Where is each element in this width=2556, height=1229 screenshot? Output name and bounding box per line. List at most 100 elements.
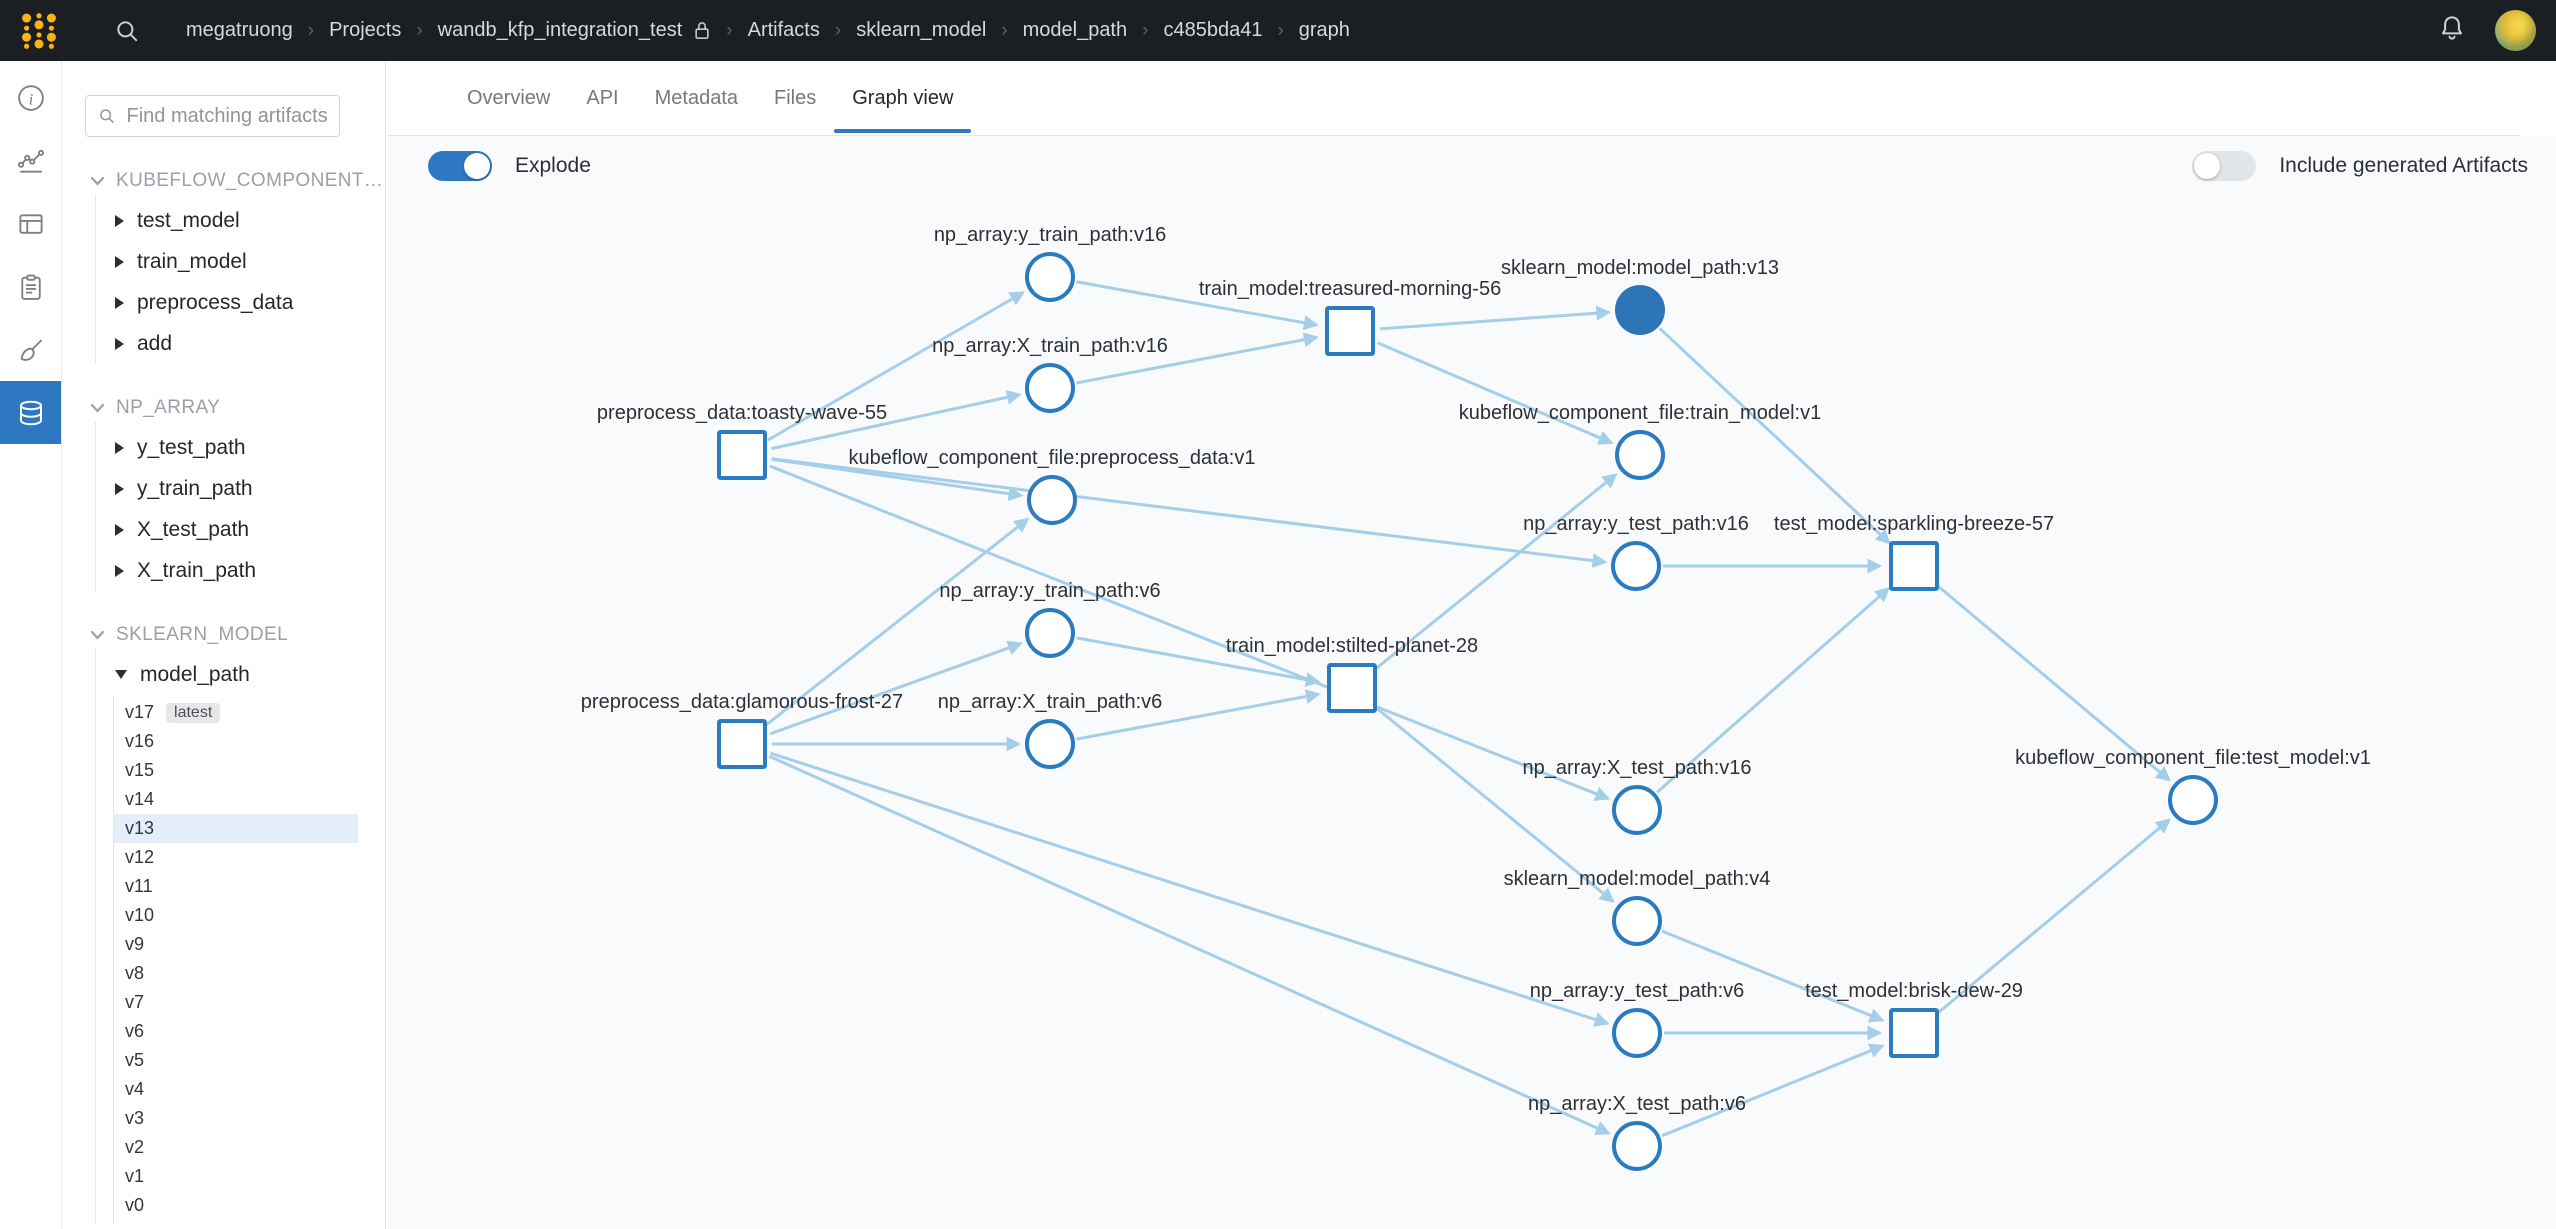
- graph-node-stilted[interactable]: [1327, 663, 1377, 713]
- graph-node-tm_v1[interactable]: [1615, 430, 1665, 480]
- notifications-bell-icon[interactable]: [2437, 13, 2467, 48]
- breadcrumb-item-entity[interactable]: megatruong: [186, 19, 293, 41]
- tab-metadata[interactable]: Metadata: [654, 87, 738, 109]
- graph-node-y_test6[interactable]: [1612, 1008, 1662, 1058]
- graph-node-X_test6[interactable]: [1612, 1121, 1662, 1171]
- version-item-v5[interactable]: v5: [125, 1050, 145, 1070]
- graph-node-toasty[interactable]: [717, 430, 767, 480]
- breadcrumb-item-projects[interactable]: Projects: [329, 19, 402, 41]
- search-icon[interactable]: [114, 18, 140, 44]
- artifact-type-section: KUBEFLOW_COMPONENT… test_model train_mod…: [85, 167, 385, 364]
- graph-node-X_train16[interactable]: [1025, 363, 1075, 413]
- breadcrumb-item-project-name[interactable]: wandb_kfp_integration_test: [437, 19, 683, 41]
- breadcrumb-item-graph[interactable]: graph: [1298, 19, 1350, 41]
- sidebar-item-x-train-path[interactable]: X_train_path: [96, 550, 385, 591]
- version-item-v16[interactable]: v16: [125, 731, 155, 751]
- artifact-tabs: Overview API Metadata Files Graph view: [387, 61, 2556, 136]
- include-generated-control: Include generated Artifacts: [2192, 151, 2528, 181]
- sidebar-item-preprocess-data[interactable]: preprocess_data: [96, 282, 385, 323]
- version-item-v13[interactable]: v13: [114, 814, 358, 843]
- version-item-v1[interactable]: v1: [125, 1166, 145, 1186]
- graph-edge-mp4-to-brisk: [1661, 929, 1885, 1023]
- section-header-sklearn-model[interactable]: SKLEARN_MODEL: [85, 621, 385, 649]
- graph-edge-toasty-to-y_train16: [767, 291, 1026, 442]
- graph-node-label-y_test16: np_array:y_test_path:v16: [1523, 513, 1749, 535]
- rail-item-charts[interactable]: [0, 129, 61, 192]
- artifact-search-box[interactable]: [85, 95, 340, 137]
- tab-overview[interactable]: Overview: [467, 87, 551, 109]
- graph-edge-glamorous-to-X_test6: [768, 754, 1611, 1135]
- breadcrumb-item-artifact-name[interactable]: model_path: [1022, 19, 1128, 41]
- version-item-v12[interactable]: v12: [125, 847, 155, 867]
- tab-api[interactable]: API: [586, 87, 619, 109]
- graph-node-label-glamorous: preprocess_data:glamorous-frost-27: [581, 691, 903, 713]
- graph-node-y_train16[interactable]: [1025, 252, 1075, 302]
- version-item-v14[interactable]: v14: [125, 789, 155, 809]
- sidebar-item-train-model[interactable]: train_model: [96, 241, 385, 282]
- include-generated-toggle[interactable]: [2192, 151, 2257, 181]
- section-header-kubeflow-component[interactable]: KUBEFLOW_COMPONENT…: [85, 167, 385, 195]
- version-item-v9[interactable]: v9: [125, 934, 145, 954]
- graph-node-testm_v1[interactable]: [2168, 775, 2218, 825]
- graph-node-pp_v1[interactable]: [1027, 475, 1077, 525]
- rail-item-overview[interactable]: i: [0, 66, 61, 129]
- sidebar-item-model-path[interactable]: model_path: [96, 654, 385, 695]
- sweeps-icon: [20, 339, 42, 361]
- version-item-v6[interactable]: v6: [125, 1021, 145, 1041]
- breadcrumb-item-artifact-type[interactable]: sklearn_model: [856, 19, 987, 41]
- sidebar-item-x-test-path[interactable]: X_test_path: [96, 509, 385, 550]
- graph-node-sparkling[interactable]: [1889, 541, 1939, 591]
- version-item-v15[interactable]: v15: [125, 760, 155, 780]
- breadcrumb-separator: ›: [307, 19, 315, 41]
- graph-edge-toasty-to-y_test16: [771, 457, 1608, 569]
- version-item-v2[interactable]: v2: [125, 1137, 145, 1157]
- sidebar-item-y-train-path[interactable]: y_train_path: [96, 468, 385, 509]
- tab-graph-view[interactable]: Graph view: [834, 61, 972, 136]
- graph-node-y_test16[interactable]: [1611, 541, 1661, 591]
- graph-edge-stilted-to-mp4: [1374, 705, 1615, 903]
- section-header-np-array[interactable]: NP_ARRAY: [85, 394, 385, 422]
- rail-item-tables[interactable]: [0, 192, 61, 255]
- breadcrumb: megatruong › Projects › wandb_kfp_integr…: [186, 19, 1350, 42]
- graph-node-treasured[interactable]: [1325, 306, 1375, 356]
- tab-files[interactable]: Files: [774, 87, 817, 109]
- explode-toggle[interactable]: [428, 151, 492, 181]
- graph-edge-X_test6-to-brisk: [1661, 1043, 1885, 1138]
- artifact-lineage-graph[interactable]: preprocess_data:toasty-wave-55preprocess…: [387, 136, 2556, 1229]
- version-item-v0[interactable]: v0: [125, 1195, 145, 1215]
- sidebar-item-add[interactable]: add: [96, 323, 385, 364]
- version-item-v8[interactable]: v8: [125, 963, 145, 983]
- section-label: SKLEARN_MODEL: [116, 624, 289, 645]
- breadcrumb-item-artifacts[interactable]: Artifacts: [747, 19, 820, 41]
- graph-node-mp13[interactable]: [1615, 285, 1665, 335]
- graph-node-y_train6[interactable]: [1025, 608, 1075, 658]
- version-item-v11[interactable]: v11: [125, 876, 153, 896]
- sidebar-item-test-model[interactable]: test_model: [96, 200, 385, 241]
- rail-item-sweeps[interactable]: [0, 318, 61, 381]
- caret-right-icon: [115, 214, 124, 227]
- rail-item-reports[interactable]: [0, 255, 61, 318]
- wandb-logo-icon[interactable]: [16, 8, 62, 54]
- avatar[interactable]: [2495, 10, 2536, 51]
- graph-node-label-X_train16: np_array:X_train_path:v16: [932, 335, 1168, 357]
- version-item-v3[interactable]: v3: [125, 1108, 145, 1128]
- version-item-v10[interactable]: v10: [125, 905, 155, 925]
- graph-node-label-X_train6: np_array:X_train_path:v6: [938, 691, 1163, 713]
- rail-item-artifacts[interactable]: [0, 381, 61, 444]
- graph-node-X_train6[interactable]: [1025, 719, 1075, 769]
- artifact-search-input[interactable]: [126, 104, 327, 128]
- version-item-v4[interactable]: v4: [125, 1079, 145, 1099]
- graph-node-brisk[interactable]: [1889, 1008, 1939, 1058]
- section-label: NP_ARRAY: [116, 397, 221, 418]
- version-item-v7[interactable]: v7: [125, 992, 145, 1012]
- left-icon-rail: i: [0, 61, 62, 1229]
- graph-node-glamorous[interactable]: [717, 719, 767, 769]
- reports-icon: [20, 274, 41, 300]
- sidebar-item-y-test-path[interactable]: y_test_path: [96, 427, 385, 468]
- graph-node-X_test16[interactable]: [1612, 785, 1662, 835]
- graph-node-mp4[interactable]: [1612, 896, 1662, 946]
- graph-edge-toasty-to-X_train16: [770, 389, 1022, 451]
- breadcrumb-item-artifact-version[interactable]: c485bda41: [1163, 19, 1263, 41]
